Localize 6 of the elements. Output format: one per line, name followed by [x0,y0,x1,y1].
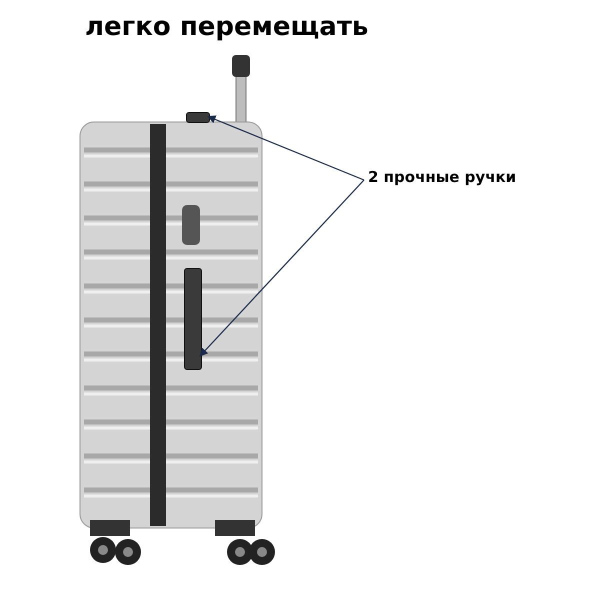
side-handle [184,268,202,370]
callout-label: 2 прочные ручки [368,168,516,186]
top-handle [186,112,210,123]
leader-line [207,115,364,181]
title: легко перемещать [85,12,368,42]
leader-line [199,180,364,357]
